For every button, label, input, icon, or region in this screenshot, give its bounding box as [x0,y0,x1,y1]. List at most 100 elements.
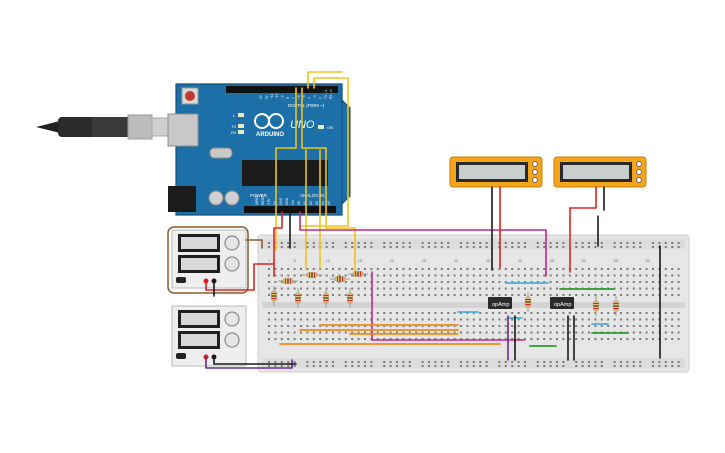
wire-black [213,356,297,365]
power-pin-label: A1 [303,201,307,205]
power-pin-label: 5V [273,200,277,205]
probe-terminal-icon[interactable] [532,161,538,167]
digital-pin-label: TX→1 [324,90,328,99]
led-tx-icon [238,124,244,128]
probe-terminal-icon[interactable] [636,169,642,175]
digital-pin-label: ~5 [302,95,306,99]
column-number: 25 [422,258,427,263]
power-pin-label: A4 [321,201,325,205]
resistor-icon[interactable] [347,288,353,308]
power-header-label: POWER [250,193,268,198]
resistor-icon[interactable] [330,276,350,282]
atmega-chip [242,160,328,186]
digital-pin-label: RX←0 [329,89,333,99]
power-pin-label: A5 [327,201,331,205]
power-pin-label: GND [279,197,283,205]
led-rx-label: RX [231,130,237,135]
wire-brown [245,239,263,249]
wire-yellow [301,87,356,276]
resistor-icon[interactable] [593,296,599,316]
power-pin-label: A0 [297,201,301,205]
resistors[interactable] [271,271,619,317]
led-on-label: ON [327,125,333,130]
wire-magenta [299,211,547,277]
wire-red [273,211,283,277]
power-switch-icon[interactable] [176,277,186,283]
resistor-icon[interactable] [323,288,329,308]
chip-label: opAmp [554,302,571,308]
voltage-knob-icon[interactable] [224,235,240,251]
column-number: 60 [646,258,651,263]
digital-pin-label: 8 [286,97,290,99]
column-number: 35 [486,258,491,263]
resistor-icon[interactable] [278,278,298,284]
digital-header-label: DIGITAL (PWM ~) [288,103,325,108]
digital-pin-label: ~9 [281,95,285,99]
power-pin-label: Vin [291,200,295,205]
led-l-icon [238,113,244,117]
wire-yellow [307,71,343,89]
reset-button[interactable] [185,91,195,101]
probe-terminal-icon[interactable] [532,177,538,183]
resistor-icon[interactable] [613,296,619,316]
arduino-uno-board[interactable]: ARDUINO UNO DIGITAL (PWM ~) POWER ANALOG… [167,83,351,216]
power-supply-1[interactable] [167,226,249,294]
analog-header-label: ANALOG IN [300,193,325,198]
digital-pin-label: 7 [291,97,295,99]
arduino-logo-text: ARDUINO [256,132,284,138]
wire-yellow [275,87,297,251]
usb-cable [36,114,179,140]
multimeter-2[interactable] [553,156,647,188]
digital-pin-label: ~6 [297,95,301,99]
wire-magenta [371,271,525,341]
power-pin-label: A3 [315,201,319,205]
wires[interactable] [205,71,661,369]
led-on-icon [318,125,324,129]
power-pin-label: 3.3V [267,198,271,205]
resistor-icon[interactable] [302,272,322,278]
digital-pin-label: ~11 [270,94,274,99]
resistor-icon[interactable] [271,286,277,306]
current-knob-icon[interactable] [224,256,240,272]
column-number: 55 [614,258,619,263]
resistor-icon[interactable] [525,292,531,312]
chip-label: opAmp [492,302,509,308]
digital-pin-label: ~3 [313,95,317,99]
column-number: 40 [518,258,523,263]
probe-terminal-icon[interactable] [636,161,642,167]
arduino-logo-icon [254,113,284,129]
power-supply-2[interactable] [171,305,247,367]
wire-red [569,186,597,209]
wire-red [205,263,275,291]
power-pin-label: IOREF [255,195,259,205]
digital-pin-label: ~10 [275,93,279,99]
resistor-icon[interactable] [348,271,368,277]
led-rx-icon [238,130,244,134]
power-pin-label: GND [285,197,289,205]
probe-terminal-icon[interactable] [636,177,642,183]
digital-pin-label: 12 [264,95,268,99]
opamp-chip-2[interactable]: opAmp [550,297,574,309]
resistor-icon[interactable] [295,288,301,308]
digital-pin-label: 13 [259,95,263,99]
power-pin-label: RESET [261,194,265,205]
power-switch-icon[interactable] [176,353,186,359]
wire-yellow [299,77,349,227]
led-l-label: L [233,113,236,118]
column-number: 50 [582,258,587,263]
column-number: 45 [550,258,555,263]
voltage-knob-icon[interactable] [224,311,240,327]
column-number: 15 [358,258,363,263]
column-number: 10 [326,258,331,263]
power-pin-label: A2 [309,201,313,205]
column-number: 5 [294,258,297,263]
probe-terminal-icon[interactable] [532,169,538,175]
multimeter-1[interactable] [449,156,543,188]
led-tx-label: TX [231,124,236,129]
current-knob-icon[interactable] [224,332,240,348]
digital-pin-label: 4 [308,97,312,99]
opamp-chip-1[interactable]: opAmp [488,297,512,309]
